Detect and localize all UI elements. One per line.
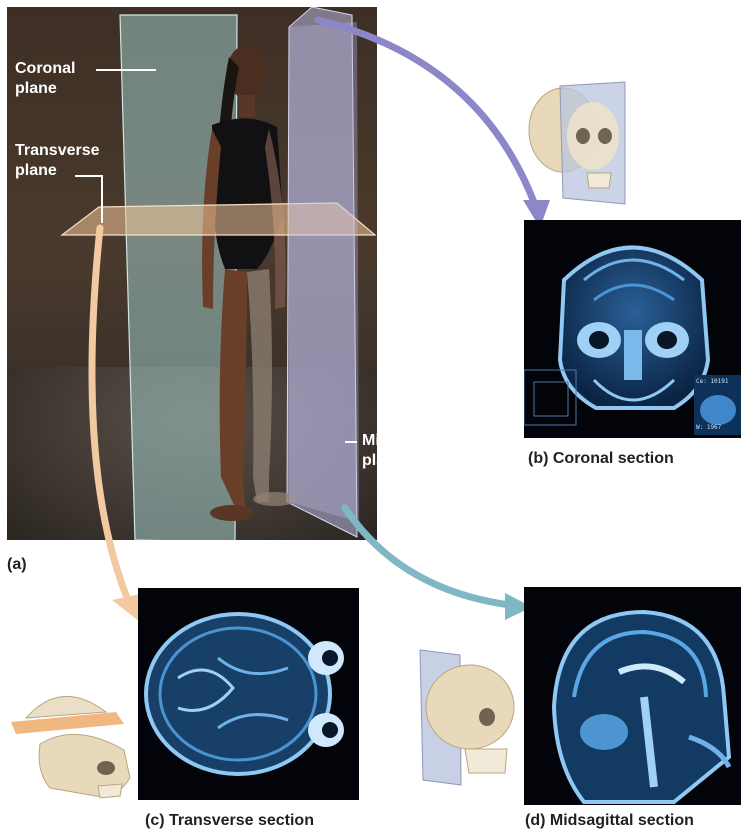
skull-transverse-icon — [6, 682, 140, 804]
mri-readout-bottom: W: 1967 — [696, 424, 721, 431]
transverse-section-caption: (c) Transverse section — [145, 812, 314, 830]
transverse-mri-image — [138, 588, 359, 800]
midsagittal-mri-image — [524, 587, 741, 805]
coronal-arrow — [318, 20, 535, 205]
coronal-mri-image: Ce: 10191 W: 1967 — [524, 220, 741, 438]
panel-a-caption: (a) — [7, 556, 27, 574]
skull-coronal-icon — [525, 78, 635, 208]
transverse-arrowhead — [112, 594, 140, 622]
transverse-mri-scan — [138, 588, 359, 800]
coronal-section-caption: (b) Coronal section — [528, 450, 674, 468]
midsagittal-section-caption: (d) Midsagittal section — [525, 812, 694, 830]
coronal-mri-scan — [524, 220, 741, 438]
transverse-arrow — [92, 228, 128, 600]
midsagittal-mri-scan — [524, 587, 741, 805]
skull-midsagittal-icon — [415, 645, 525, 795]
mri-readout-top: Ce: 10191 — [696, 378, 729, 385]
midsagittal-arrow — [345, 508, 510, 605]
